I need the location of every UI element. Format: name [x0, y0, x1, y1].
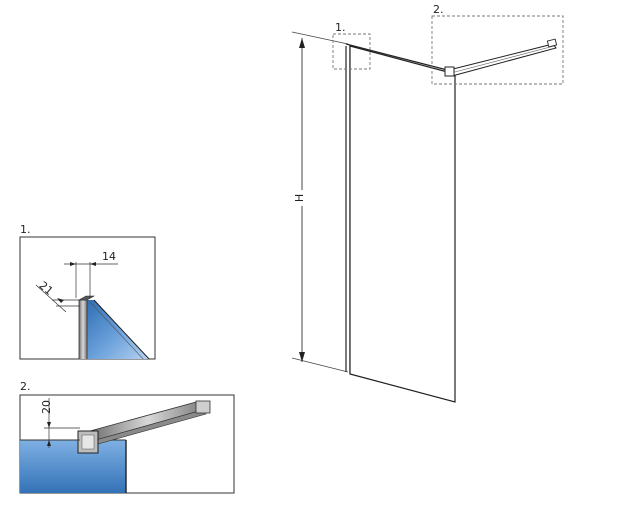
detail-2-glass: [20, 440, 126, 493]
detail-2-height-dim: 20: [40, 400, 53, 414]
callout-label-1: 1.: [335, 21, 346, 34]
detail-2-bar-end: [195, 400, 211, 414]
detail-2-label: 2.: [20, 380, 31, 393]
h-extension-bottom: [291, 357, 349, 373]
h-extension-top: [291, 31, 349, 45]
bar-clamp: [444, 66, 455, 77]
detail-2: 2. 20: [19, 380, 235, 494]
callout-label-2: 2.: [433, 3, 444, 16]
h-arrow-bottom: [299, 352, 305, 362]
height-label: H: [293, 194, 306, 202]
glass-top-edge: [345, 43, 456, 73]
glass-panel: [349, 45, 456, 403]
h-arrow-top: [299, 38, 305, 48]
detail-1-width-dim: 14: [102, 250, 116, 263]
callout-box-1: [332, 33, 371, 70]
main-view: H 1. 2.: [290, 3, 564, 403]
detail-1-label: 1.: [20, 223, 31, 236]
callout-box-2: [431, 15, 564, 85]
detail-1-profile: [78, 299, 88, 359]
stabilizer-bar: [444, 38, 558, 77]
detail-1: 1. 14 21: [19, 223, 156, 360]
